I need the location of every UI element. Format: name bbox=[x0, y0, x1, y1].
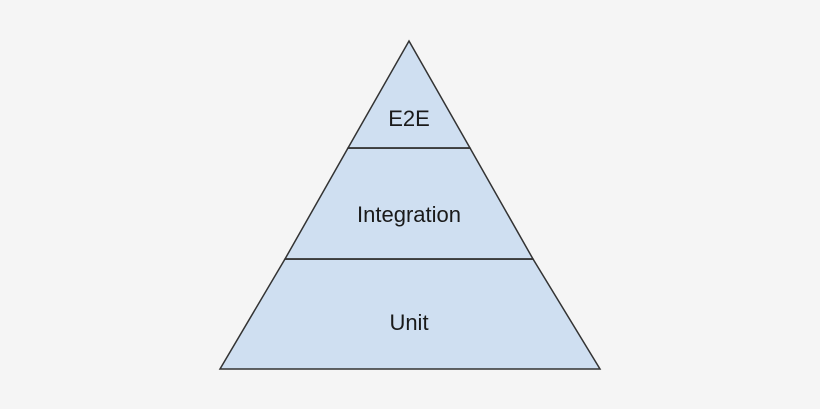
pyramid-label-e2e: E2E bbox=[388, 106, 430, 131]
pyramid-layer-e2e[interactable] bbox=[346, 39, 472, 149]
pyramid-label-integration: Integration bbox=[357, 202, 461, 227]
pyramid-label-unit: Unit bbox=[389, 310, 428, 335]
